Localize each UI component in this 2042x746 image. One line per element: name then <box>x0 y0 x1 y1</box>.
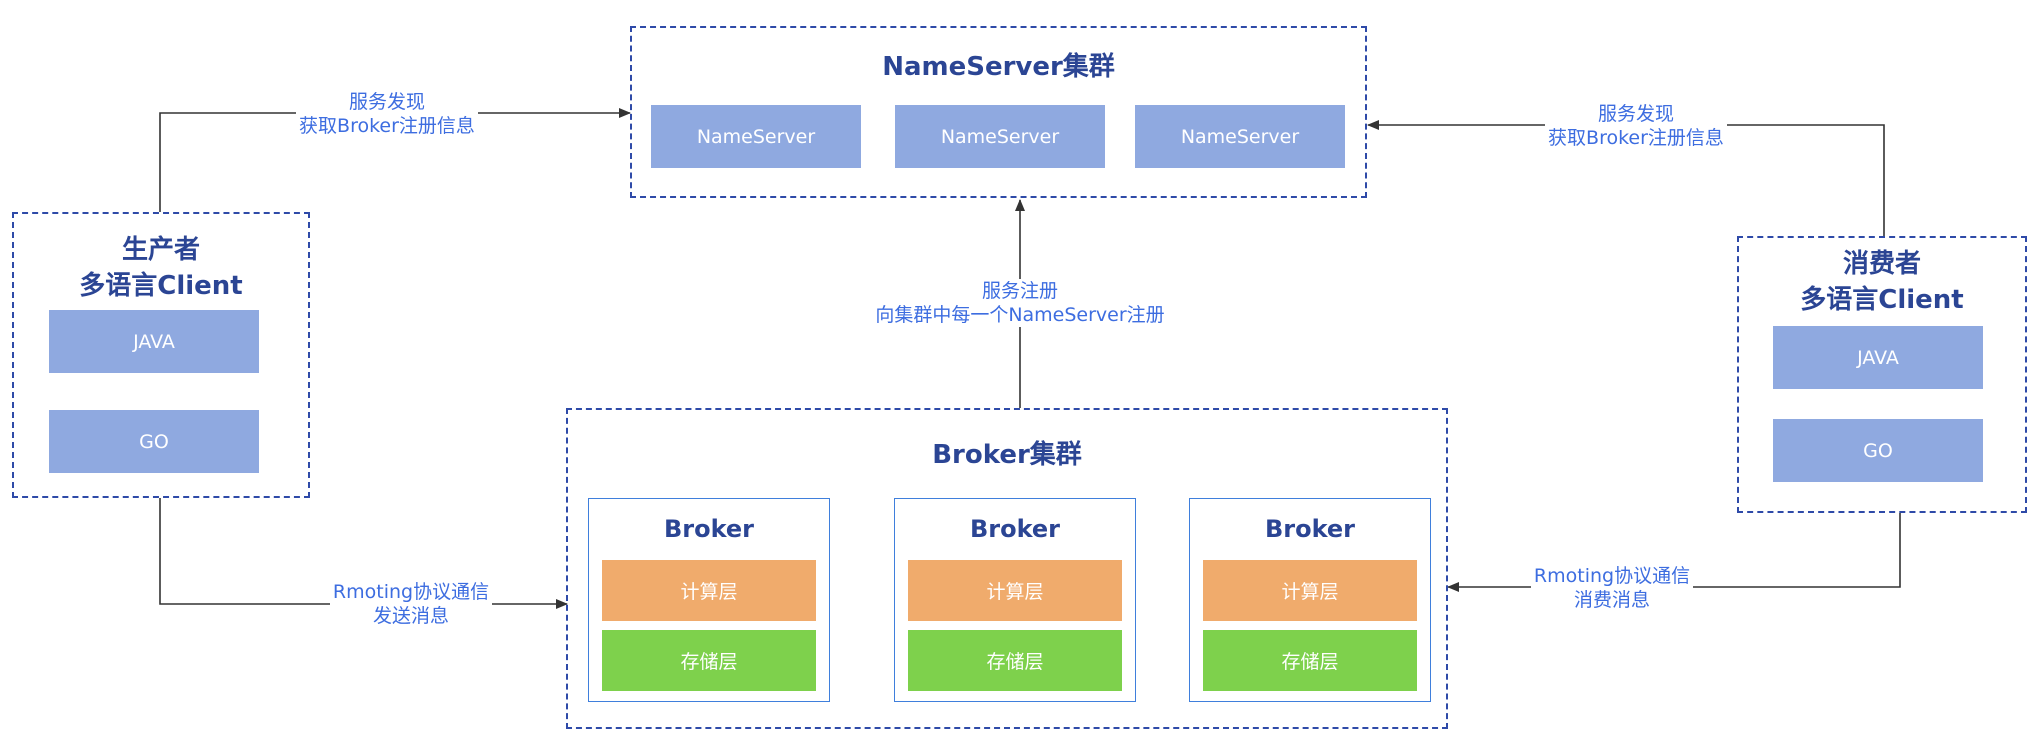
broker-node: Broker 计算层 存储层 <box>1189 498 1431 702</box>
producer-title-line2: 多语言Client <box>79 271 243 301</box>
compute-layer: 计算层 <box>908 560 1122 621</box>
label-line: 消费消息 <box>1573 589 1650 611</box>
label-line: 服务发现 <box>348 91 425 113</box>
broker-node: Broker 计算层 存储层 <box>894 498 1136 702</box>
consumer-go: GO <box>1773 419 1983 482</box>
nameserver-cluster-title: NameServer集群 <box>882 52 1115 82</box>
nameserver-cluster: NameServer集群 NameServer NameServer NameS… <box>630 26 1367 198</box>
storage-layer: 存储层 <box>1203 630 1417 691</box>
label-line: Rmoting协议通信 <box>1533 565 1691 587</box>
consumer-client-group: 消费者 多语言Client JAVA GO <box>1737 236 2027 513</box>
label-line: 服务注册 <box>981 280 1058 302</box>
producer-title-line1: 生产者 <box>121 235 200 265</box>
consumer-title-line1: 消费者 <box>1842 249 1921 279</box>
storage-layer: 存储层 <box>908 630 1122 691</box>
label-line: 服务发现 <box>1597 103 1674 125</box>
consumer-consume-label: Rmoting协议通信 消费消息 <box>1531 564 1693 612</box>
broker-name: Broker <box>1264 515 1356 543</box>
broker-cluster-title: Broker集群 <box>932 440 1082 470</box>
storage-layer: 存储层 <box>602 630 816 691</box>
broker-name: Broker <box>969 515 1061 543</box>
consumer-discovery-arrow <box>1367 120 1885 236</box>
label-line: Rmoting协议通信 <box>332 581 490 603</box>
label-line: 获取Broker注册信息 <box>1548 127 1724 149</box>
broker-node: Broker 计算层 存储层 <box>588 498 830 702</box>
nameserver-node: NameServer <box>895 105 1105 168</box>
producer-go: GO <box>49 410 259 473</box>
compute-layer: 计算层 <box>1203 560 1417 621</box>
nameserver-node: NameServer <box>1135 105 1345 168</box>
label-line: 向集群中每一个NameServer注册 <box>875 304 1165 326</box>
producer-java: JAVA <box>49 310 259 373</box>
producer-discovery-label: 服务发现 获取Broker注册信息 <box>296 90 478 138</box>
producer-send-label: Rmoting协议通信 发送消息 <box>330 580 492 628</box>
broker-name: Broker <box>663 515 755 543</box>
broker-cluster: Broker集群 Broker 计算层 存储层 Broker 计算层 存储层 B… <box>566 408 1448 729</box>
producer-client-group: 生产者 多语言Client JAVA GO <box>12 212 310 498</box>
consumer-title-line2: 多语言Client <box>1800 285 1964 315</box>
broker-register-label: 服务注册 向集群中每一个NameServer注册 <box>873 279 1167 327</box>
nameserver-node: NameServer <box>651 105 861 168</box>
consumer-title: 消费者 多语言Client <box>1739 246 2025 318</box>
compute-layer: 计算层 <box>602 560 816 621</box>
label-line: 发送消息 <box>372 605 449 627</box>
label-line: 获取Broker注册信息 <box>299 115 475 137</box>
consumer-discovery-label: 服务发现 获取Broker注册信息 <box>1545 102 1727 150</box>
consumer-java: JAVA <box>1773 326 1983 389</box>
producer-title: 生产者 多语言Client <box>14 232 308 304</box>
